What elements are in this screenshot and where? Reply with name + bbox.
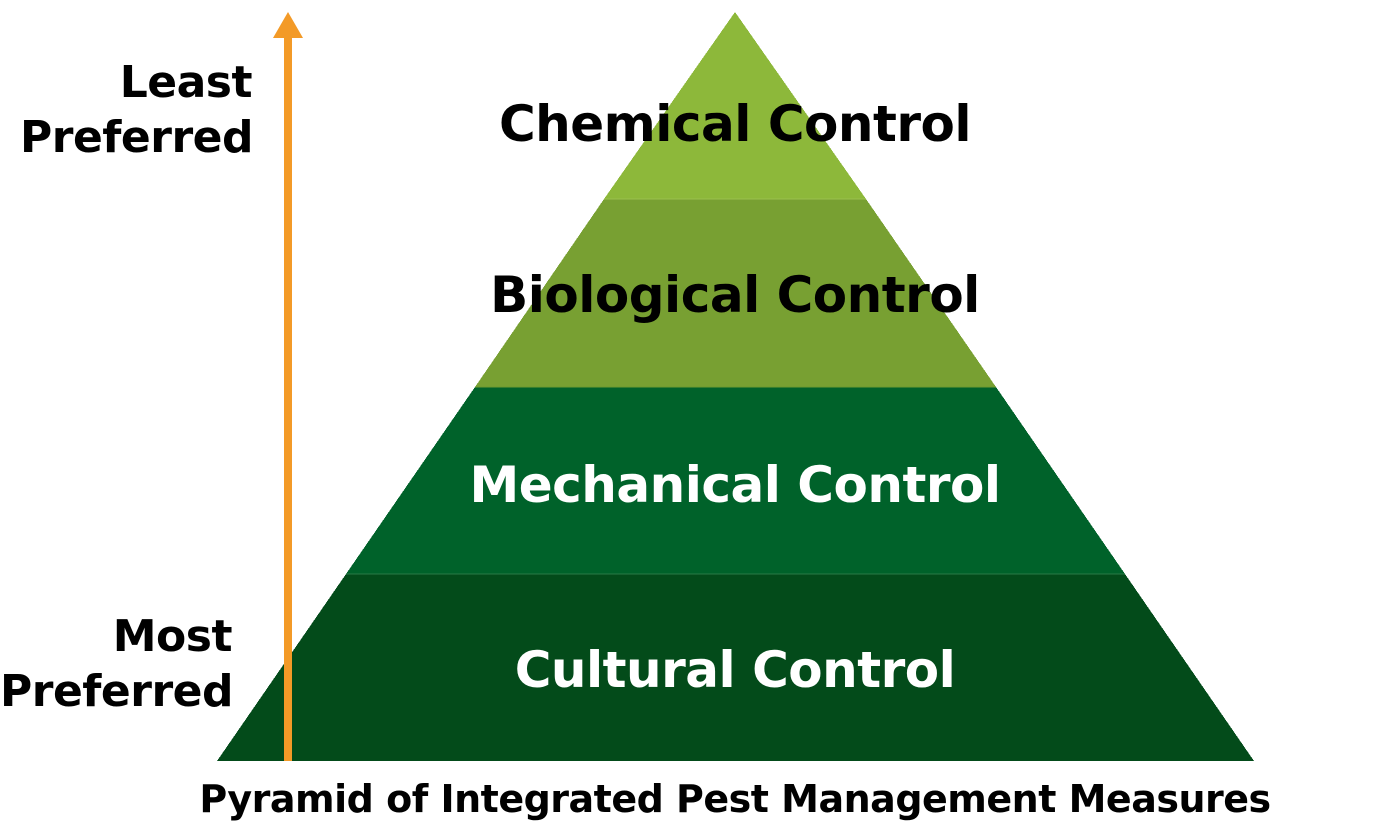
most-preferred-line2: Preferred — [0, 666, 234, 717]
tier-chemical-label: Chemical Control — [498, 95, 972, 153]
tier-chemical-shape — [604, 12, 866, 199]
least-preferred-line1: Least — [119, 57, 253, 108]
preference-arrow-shaft — [284, 34, 292, 761]
tier-biological-label: Biological Control — [490, 266, 980, 324]
arrow-up-icon — [273, 12, 303, 38]
most-preferred-line1: Most — [112, 611, 233, 662]
tier-mechanical-label: Mechanical Control — [469, 456, 1002, 514]
diagram-caption: Pyramid of Integrated Pest Management Me… — [199, 777, 1271, 821]
least-preferred-line2: Preferred — [20, 112, 254, 163]
tier-cultural-shape — [217, 574, 1254, 761]
least-preferred-label: Least Preferred — [20, 55, 254, 165]
tier-biological-shape — [475, 199, 996, 387]
tier-cultural-label: Cultural Control — [514, 641, 956, 699]
tier-mechanical-shape — [346, 387, 1125, 574]
most-preferred-label: Most Preferred — [0, 609, 234, 719]
